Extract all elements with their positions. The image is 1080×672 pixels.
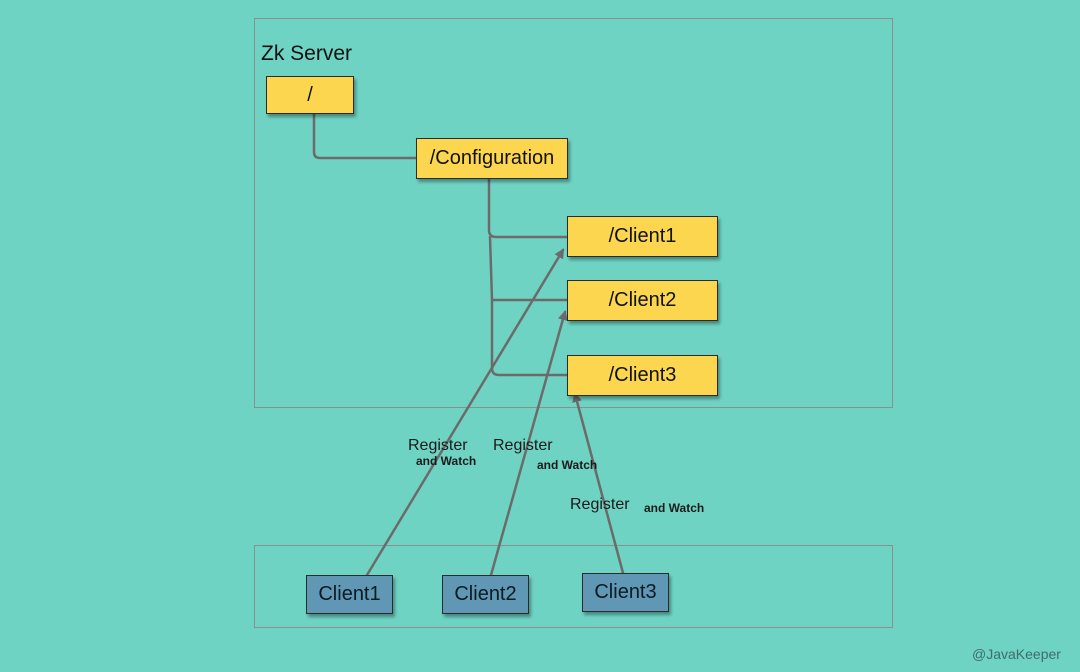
clients-frame [254, 545, 893, 628]
edge-configuration-trunk [487, 173, 569, 239]
client-node-1: Client1 [306, 575, 393, 614]
client-node-3: Client3 [582, 573, 669, 612]
edge-label-register-3: Register [570, 496, 630, 513]
zk-server-frame [254, 18, 893, 408]
znode-client2: /Client2 [567, 280, 718, 321]
arrow-client2-register [489, 310, 568, 577]
znode-client1: /Client1 [567, 216, 718, 257]
client-node-2: Client2 [442, 575, 529, 614]
znode-root: / [266, 76, 354, 114]
zk-server-title: Zk Server [261, 42, 353, 65]
znode-client3: /Client3 [567, 355, 718, 396]
arrow-client3-register [572, 392, 625, 575]
edge-label-watch-2: and Watch [537, 458, 598, 472]
edge-label-watch-1: and Watch [416, 454, 477, 468]
edge-configuration-client3 [490, 298, 569, 377]
edge-label-watch-3: and Watch [644, 501, 705, 515]
edge-root-configuration [312, 112, 418, 160]
watermark: @JavaKeeper [972, 646, 1061, 662]
znode-configuration: /Configuration [416, 138, 568, 179]
edge-label-register-2: Register [493, 437, 553, 454]
edge-label-register-1: Register [408, 437, 468, 454]
arrow-client1-register [365, 248, 565, 577]
edge-configuration-client2 [488, 235, 569, 302]
